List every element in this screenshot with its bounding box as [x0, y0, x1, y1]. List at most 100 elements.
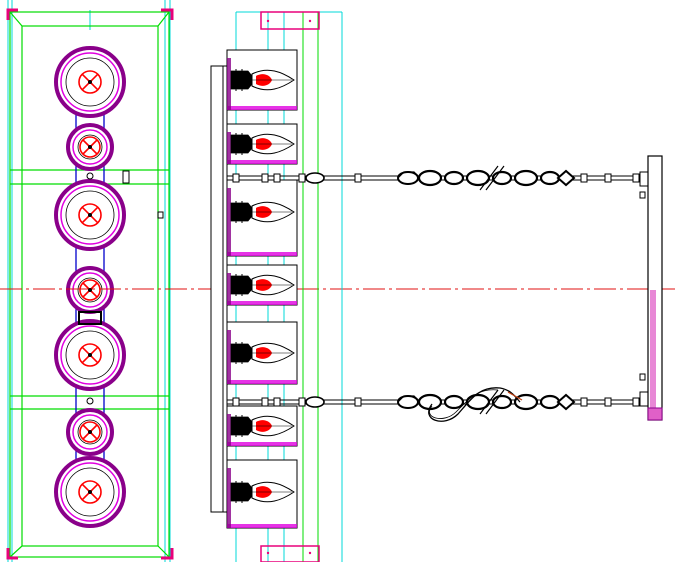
fixture-edge	[77, 419, 103, 445]
socket-center	[88, 213, 92, 217]
fixture-inner-ring	[60, 325, 120, 385]
chain-shackle	[556, 393, 576, 411]
break-mark	[479, 389, 499, 415]
socket-circle	[79, 421, 101, 443]
lamp-base-strip	[227, 524, 297, 528]
chain-link	[443, 394, 465, 410]
fixture	[66, 408, 114, 456]
lamp-base-strip	[227, 380, 297, 384]
fixture-edge	[77, 134, 103, 160]
break-mark	[485, 165, 505, 191]
socket-circle	[78, 480, 102, 504]
fixture-inner-ring	[60, 52, 120, 112]
side-lamp	[226, 321, 298, 385]
rod-clip	[232, 397, 240, 407]
socket-center	[88, 353, 92, 357]
fixture-edge	[65, 190, 115, 240]
lamp-side-strip	[227, 330, 231, 384]
lamp-side-strip	[227, 414, 231, 446]
fixture	[54, 46, 126, 118]
rod-clip	[261, 397, 269, 407]
fixture	[54, 179, 126, 251]
rod-clip	[273, 173, 281, 183]
power-cable	[429, 389, 499, 419]
rod-clip	[298, 397, 306, 407]
cable-tail	[507, 391, 523, 401]
rod-clip	[632, 173, 640, 183]
hook-tip	[397, 395, 421, 403]
front-view	[6, 0, 174, 562]
lamp-base-strip	[227, 160, 297, 164]
rod-clip	[261, 173, 269, 183]
socket-center	[88, 80, 92, 84]
canopy-plate	[210, 65, 228, 513]
socket-circle	[78, 343, 102, 367]
wall-bracket	[639, 155, 663, 421]
side-top-bracket	[260, 11, 320, 30]
power-cable	[428, 387, 521, 422]
lamp-side-strip	[227, 188, 231, 256]
rod-clip	[580, 397, 588, 407]
side-lamps	[226, 49, 298, 529]
lamp-base-strip	[227, 106, 297, 110]
side-green-guides	[302, 12, 319, 562]
rod-clip	[273, 397, 281, 407]
lamp-side-strip	[227, 58, 231, 110]
side-lamp	[226, 264, 298, 306]
lamp-base-strip	[227, 301, 297, 305]
side-lamp	[226, 405, 298, 447]
chain-link	[539, 170, 561, 186]
fixture-inner-ring	[60, 185, 120, 245]
rod-clip	[604, 173, 612, 183]
front-small-parts	[78, 170, 164, 405]
lamp-base-strip	[227, 252, 297, 256]
socket-circle	[79, 279, 101, 301]
fixture-edge	[77, 277, 103, 303]
side-view	[210, 11, 663, 562]
rod-loop	[305, 172, 325, 184]
fixture-edge	[65, 330, 115, 380]
hook-tip	[397, 171, 421, 179]
rod-loop	[305, 396, 325, 408]
rod-clip	[604, 397, 612, 407]
socket-center	[88, 430, 92, 434]
chain-bottom	[227, 387, 640, 422]
lamp-base-strip	[227, 442, 297, 446]
side-bottom-bracket	[260, 545, 320, 562]
lamp-side-strip	[227, 468, 231, 528]
fixture	[66, 123, 114, 171]
rod-clip	[580, 173, 588, 183]
front-corner-marks	[6, 8, 174, 560]
chain-link	[539, 394, 561, 410]
fixture-inner-ring	[72, 414, 108, 450]
side-lamp	[226, 179, 298, 257]
chain-shackle	[556, 169, 576, 187]
fixture-inner-ring	[72, 129, 108, 165]
lamp-side-strip	[227, 132, 231, 164]
socket-circle	[78, 203, 102, 227]
break-mark	[485, 389, 505, 415]
rod-clip	[632, 397, 640, 407]
socket-center	[88, 145, 92, 149]
rod-clip	[232, 173, 240, 183]
fixture	[66, 266, 114, 314]
fixture-edge	[65, 57, 115, 107]
socket-center	[88, 288, 92, 292]
chain-link	[513, 393, 539, 411]
fixture-inner-ring	[60, 462, 120, 522]
side-lamp	[226, 123, 298, 165]
socket-center	[88, 490, 92, 494]
chain-link	[513, 169, 539, 187]
rod-clip	[354, 397, 362, 407]
fixture-edge	[65, 467, 115, 517]
fixture-inner-ring	[72, 272, 108, 308]
front-fixtures	[54, 46, 126, 528]
side-lamp	[226, 459, 298, 529]
socket-circle	[79, 136, 101, 158]
side-lamp	[226, 49, 298, 111]
socket-circle	[78, 70, 102, 94]
fixture	[54, 319, 126, 391]
chain-link	[417, 169, 443, 187]
break-mark	[479, 165, 499, 191]
